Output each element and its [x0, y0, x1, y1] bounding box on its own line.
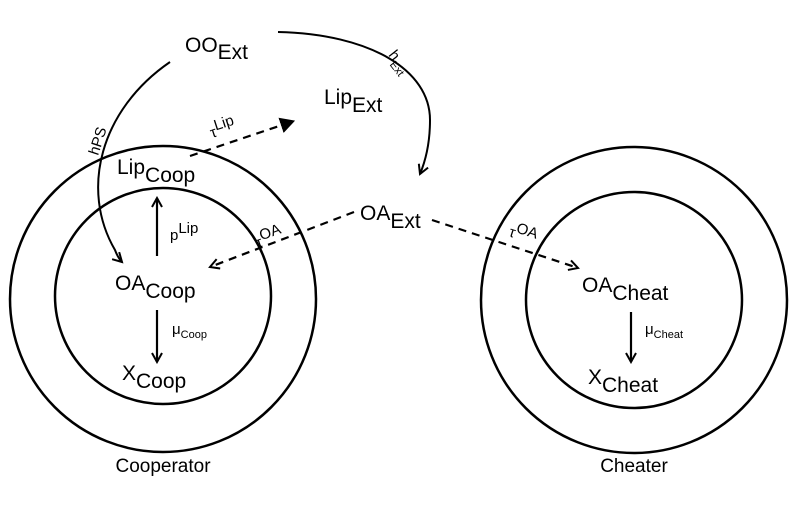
hps-arrow	[97, 61, 171, 262]
oa-ext-label: OAExt	[360, 202, 421, 233]
x-cheat-label: XCheat	[588, 366, 658, 397]
tau-oa-coop-rate-label: τOA	[252, 221, 286, 252]
oa-coop-label: OACoop	[115, 272, 196, 303]
cooperator-inner-membrane	[53, 186, 273, 406]
cheater-inner-membrane	[524, 190, 744, 410]
x-coop-label: XCoop	[122, 362, 186, 393]
tau-oa-cheat-rate-label: τOA	[507, 218, 540, 248]
mu-coop-rate-label: μCoop	[172, 321, 207, 341]
oo-ext-label: OOExt	[185, 34, 248, 64]
cheater-cell	[479, 145, 789, 455]
cooperator-outer-membrane	[8, 144, 318, 454]
lip-ext-label: LipExt	[324, 86, 383, 117]
mu-cheat-rate-label: μCheat	[645, 321, 683, 341]
cheater-caption: Cheater	[600, 456, 668, 477]
cheater-outer-membrane	[479, 145, 789, 455]
cooperator-caption: Cooperator	[115, 456, 211, 477]
p-lip-rate-label: pLip	[170, 220, 198, 244]
cooperator-cell	[8, 144, 318, 454]
oa-cheat-label: OACheat	[582, 274, 669, 305]
hext-rate-label: hExt	[382, 47, 413, 79]
tau-lip-rate-label: τLip	[206, 112, 238, 142]
oa-uptake-cheat-arrow	[431, 218, 578, 268]
oa-uptake-coop-arrow	[210, 210, 355, 267]
hext-arrow	[277, 31, 432, 174]
lip-export-arrow	[189, 117, 296, 158]
lip-coop-label: LipCoop	[117, 156, 195, 187]
hps-rate-label: hPS	[86, 125, 111, 157]
